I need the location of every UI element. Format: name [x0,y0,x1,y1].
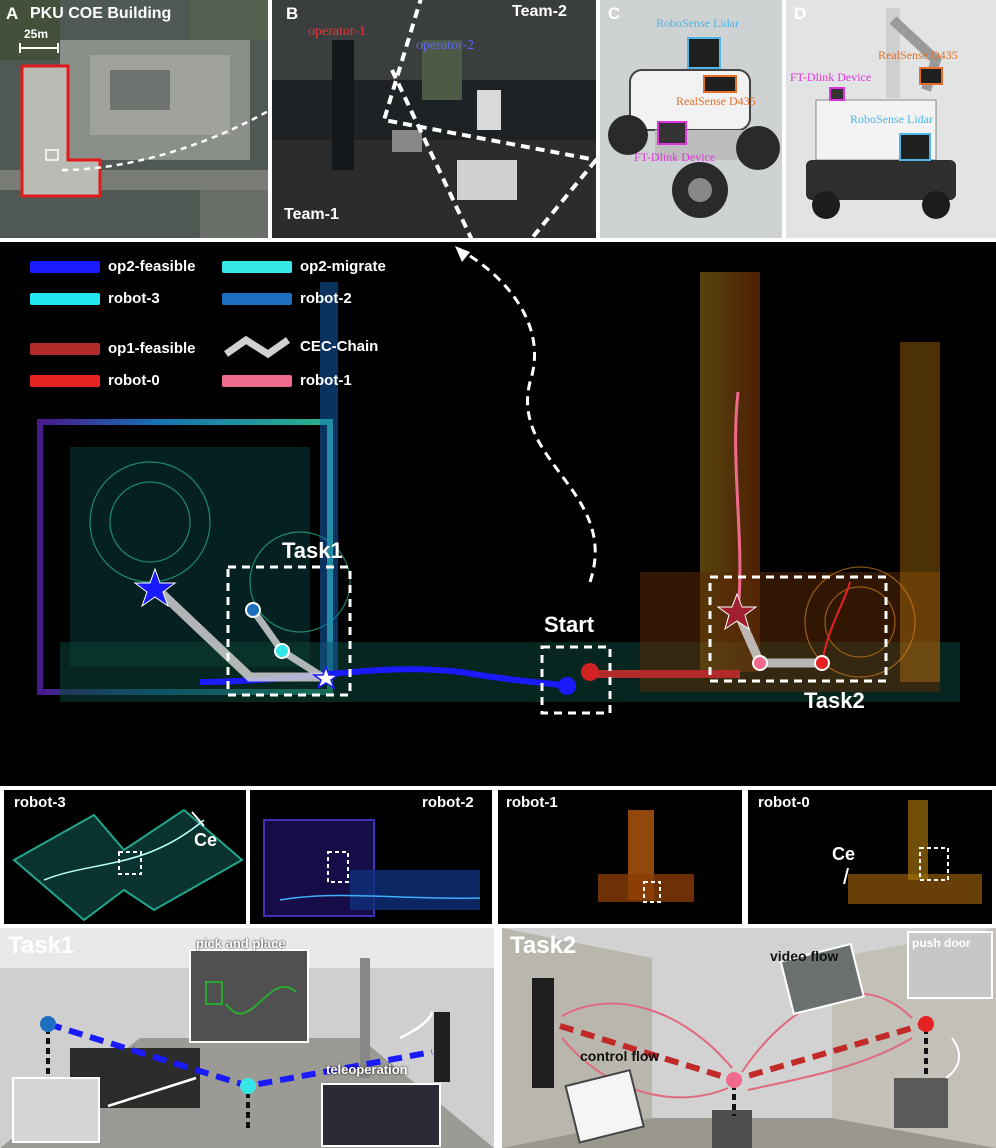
legend-robot-1: robot-1 [222,372,352,389]
main-map: op2-feasible op2-migrate robot-3 robot-2… [0,242,996,786]
legend-label: robot-0 [108,372,160,389]
legend-swatch [30,342,100,355]
robot-3-ce-label: Ce [194,830,218,850]
panel-a-letter: A [6,4,19,23]
start-map-label: Start [544,612,595,637]
robot-2-map-label: robot-2 [422,794,474,811]
team-1-label: Team-1 [284,206,339,223]
task1-map-label: Task1 [282,538,343,563]
legend-swatch [30,292,100,305]
task1-photo: Task1 pick and place teleoperation [0,928,494,1148]
task2-map-label: Task2 [804,688,865,713]
pick-and-place-label: pick and place [196,936,286,951]
robot-3-cloud [12,808,244,922]
video-flow-label: video flow [770,948,839,964]
panel-d-robot: D RealSense D435 FT-Dlink Device RoboSen… [786,0,996,238]
legend-op1-feasible: op1-feasible [30,340,196,357]
robot-1-cloud [598,810,694,903]
robot-3-map: robot-3 Ce [4,790,246,924]
lidar-label-d: RoboSense Lidar [850,112,933,126]
robot-0-cloud [843,800,982,904]
robot-3-map-label: robot-3 [14,794,66,811]
robot-2-map: robot-2 [250,790,492,924]
legend-swatch [30,374,100,387]
scale-label: 25m [24,27,49,41]
legend-label: robot-1 [300,372,352,389]
robot-0-ce-label: Ce [832,844,856,864]
operator-1-label: operator-1 [308,24,367,39]
task2-photo: Task2 push door video flow control flow [502,928,996,1148]
device-label-c: FT-Dlink Device [634,150,716,164]
robot-car-photo [600,0,782,238]
task1-scene [0,928,494,1148]
legend-op2-migrate: op2-migrate [222,258,386,275]
panel-d-letter: D [794,4,807,23]
panel-a-title: PKU COE Building [30,5,172,22]
legend-label: CEC-Chain [300,337,379,355]
cec-chain-swatch [223,335,291,358]
legend-swatch [222,292,292,305]
push-door-label: push door [912,936,971,950]
robot-1-map: robot-1 [498,790,742,924]
legend-label: op2-migrate [300,258,386,275]
operator-2-label: operator-2 [416,38,475,53]
lidar-label-c: RoboSense Lidar [656,16,739,30]
device-label-d: FT-Dlink Device [790,70,872,84]
task2-photo-title: Task2 [510,932,577,959]
control-flow-label: control flow [580,1048,660,1064]
legend-robot-2: robot-2 [222,290,352,307]
robot-1-map-label: robot-1 [506,794,558,811]
team-2-label: Team-2 [512,3,567,20]
legend-label: op1-feasible [108,340,196,357]
camera-label-c: RealSense D435 [676,94,756,108]
legend-label: robot-3 [108,290,160,307]
robot-0-map-label: robot-0 [758,794,810,811]
panel-c-letter: C [608,4,621,23]
panel-b-letter: B [286,4,299,23]
task2-scene [502,928,996,1148]
mobile-manipulator-photo [786,0,996,238]
robot-0-map: robot-0 Ce [748,790,992,924]
legend-swatch [222,260,292,273]
legend-cec-chain: CEC-Chain [222,334,378,358]
legend-label: robot-2 [300,290,352,307]
legend-robot-0: robot-0 [30,372,160,389]
legend-op2-feasible: op2-feasible [30,258,196,275]
legend-swatch [30,260,100,273]
task1-photo-title: Task1 [8,932,75,959]
camera-label-d: RealSense D435 [878,48,958,62]
panel-a-satellite: A PKU COE Building 25m [0,0,268,238]
panel-b-photo: B Team-2 Team-1 operator-1 operator-2 [272,0,596,238]
legend-label: op2-feasible [108,258,196,275]
hall-photo [272,0,596,238]
satellite-image [0,0,268,238]
legend-swatch [222,374,292,387]
point-cloud-map [37,246,960,715]
teleoperation-label: teleoperation [326,1062,408,1077]
legend-robot-3: robot-3 [30,290,160,307]
panel-c-robot: C RoboSense Lidar RealSense D435 FT-Dlin… [600,0,782,238]
robot-2-cloud [263,819,481,917]
